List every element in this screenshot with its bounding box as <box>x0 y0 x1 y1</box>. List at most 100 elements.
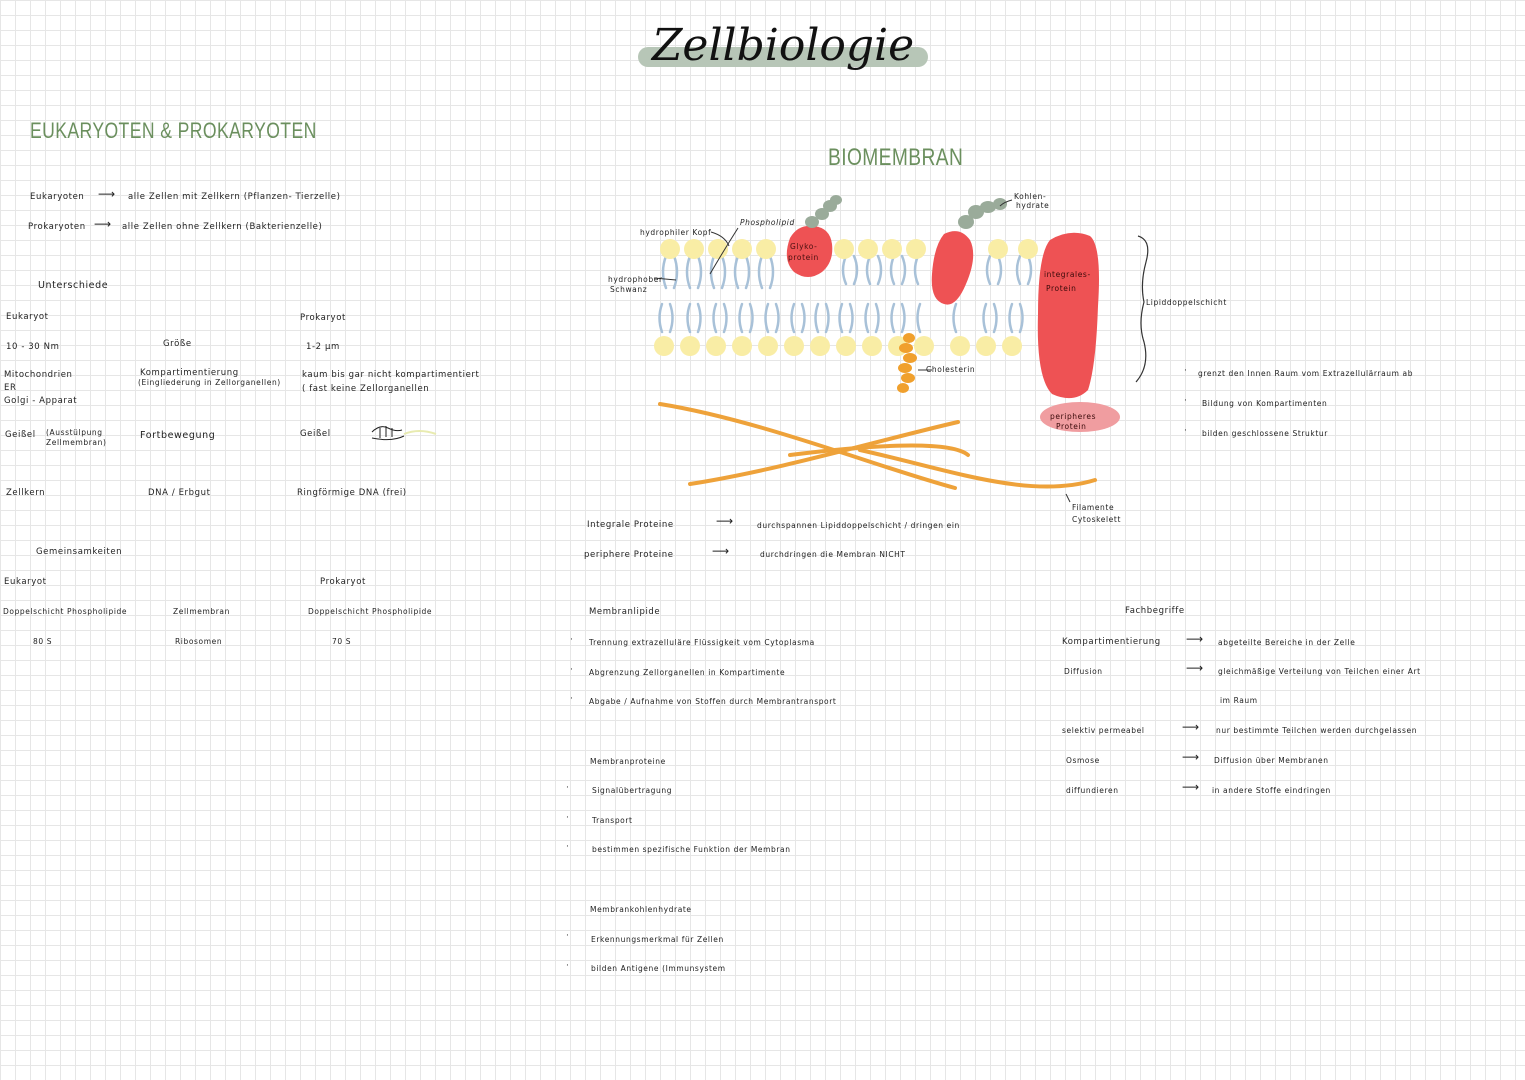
lipide-heading: Membranlipide <box>589 607 661 617</box>
r2-pro-1: kaum bis gar nicht kompartimentiert <box>302 370 480 380</box>
integral-protein <box>1037 232 1099 399</box>
r1-pro: 1-2 μm <box>306 342 340 352</box>
kohlenhydrate-item-2: bilden Antigene (Immunsystem <box>591 964 726 973</box>
label-cholesterin: Cholesterin <box>926 365 976 374</box>
kohlenhydrate-item-1: Erkennungsmerkmal für Zellen <box>591 935 724 944</box>
bullet-icon: · <box>566 842 569 852</box>
label-kohlen-1: Kohlen- <box>1014 192 1047 201</box>
arrow-icon: ⟶ <box>712 544 730 558</box>
fach-term-2: Diffusion <box>1064 667 1103 676</box>
label-peripher-2: Protein <box>1056 422 1087 431</box>
lipide-item-2: Abgrenzung Zellorganellen in Kompartimen… <box>589 668 786 677</box>
fach-def-4: Diffusion über Membranen <box>1214 756 1329 765</box>
def-pro-label: Prokaryoten <box>28 222 86 232</box>
g-euk: Eukaryot <box>4 577 47 587</box>
label-phospholipid: Phospholipid <box>740 218 795 227</box>
mproteine-item-1: Signalübertragung <box>592 786 673 795</box>
mproteine-item-3: bestimmen spezifische Funktion der Membr… <box>592 845 791 854</box>
fach-def-2b: im Raum <box>1220 696 1258 705</box>
bullet-icon: · <box>1184 366 1187 376</box>
label-integral-1: integrales- <box>1044 270 1091 279</box>
title-highlight <box>638 47 928 67</box>
arrow-icon: ⟶ <box>98 187 116 201</box>
carbohydrate-chain-1 <box>805 195 842 228</box>
g-pro: Prokaryot <box>320 577 366 587</box>
fach-term-5: diffundieren <box>1066 786 1119 795</box>
fach-def-1: abgeteilte Bereiche in der Zelle <box>1218 638 1356 647</box>
right-bullet-2: Bildung von Kompartimenten <box>1202 399 1328 408</box>
integ-text: durchspannen Lipiddoppelschicht / dringe… <box>757 521 960 530</box>
bullet-icon: · <box>566 813 569 823</box>
r1-euk: 10 - 30 Nm <box>6 342 60 352</box>
r3-euk-1: Geißel <box>5 430 36 440</box>
fach-term-1: Kompartimentierung <box>1062 637 1161 647</box>
lipid-heads-bottom <box>654 336 1022 356</box>
label-peripher-1: peripheres <box>1050 412 1097 421</box>
r4-mid: DNA / Erbgut <box>148 488 211 498</box>
fach-def-3: nur bestimmte Teilchen werden durchgelas… <box>1216 726 1418 735</box>
label-glyko-1: Glyko- <box>790 242 818 251</box>
arrow-icon: ⟶ <box>716 514 734 528</box>
carbohydrate-chain-2 <box>958 198 1007 229</box>
bullet-icon: · <box>566 961 569 971</box>
mproteine-heading: Membranproteine <box>590 757 666 766</box>
arrow-icon: ⟶ <box>94 217 112 231</box>
g1-mid: Zellmembran <box>173 607 230 616</box>
peri-text: durchdringen die Membran NICHT <box>760 550 906 559</box>
def-pro-text: alle Zellen ohne Zellkern (Bakterienzell… <box>122 222 323 232</box>
r2-mid-2: (Eingliederung in Zellorganellen) <box>138 378 281 387</box>
bullet-icon: · <box>566 931 569 941</box>
r2-mid-1: Kompartimentierung <box>140 368 239 378</box>
r2-euk-2: ER <box>4 383 17 393</box>
lipid-heads-top <box>660 239 1038 259</box>
label-hydrophob-1: hydrophober <box>608 275 663 284</box>
fach-def-5: in andere Stoffe eindringen <box>1212 786 1331 795</box>
bullet-icon: · <box>1184 396 1187 406</box>
g1-euk: Doppelschicht Phospholipide <box>3 607 128 616</box>
brace <box>1135 235 1149 383</box>
r2-euk-3: Golgi - Apparat <box>4 396 78 406</box>
right-bullet-1: grenzt den Innen Raum vom Extrazellulärr… <box>1198 369 1414 378</box>
mproteine-item-2: Transport <box>592 816 633 825</box>
lipid-tails <box>658 254 1033 334</box>
arrow-icon: ⟶ <box>1186 632 1204 646</box>
col-pro: Prokaryot <box>300 313 346 323</box>
label-hydrophob-2: Schwanz <box>610 285 648 294</box>
r2-euk-1: Mitochondrien <box>4 370 73 380</box>
label-kohlen-2: hydrate <box>1016 201 1050 210</box>
bullet-icon: · <box>570 694 573 704</box>
arrow-icon: ⟶ <box>1186 661 1204 675</box>
fach-term-4: Osmose <box>1066 756 1100 765</box>
bullet-icon: · <box>566 783 569 793</box>
title-block: Zellbiologie <box>638 20 928 92</box>
page-title: Zellbiologie <box>651 20 915 71</box>
r4-euk: Zellkern <box>6 488 46 498</box>
label-integral-2: Protein <box>1046 284 1077 293</box>
lipide-item-3: Abgabe / Aufnahme von Stoffen durch Memb… <box>589 697 837 706</box>
fach-heading: Fachbegriffe <box>1125 606 1185 616</box>
lipide-item-1: Trennung extrazelluläre Flüssigkeit vom … <box>589 638 815 647</box>
fach-term-3: selektiv permeabel <box>1062 726 1145 735</box>
arrow-icon: ⟶ <box>1182 780 1200 794</box>
g1-pro: Doppelschicht Phospholipide <box>308 607 433 616</box>
g2-mid: Ribosomen <box>175 637 223 646</box>
r3-pro: Geißel <box>300 429 331 439</box>
def-euk-label: Eukaryoten <box>30 192 85 202</box>
g2-pro: 70 S <box>332 637 352 646</box>
peripheral-protein <box>1040 402 1120 432</box>
label-glyko-2: protein <box>788 253 819 262</box>
r4-pro: Ringförmige DNA (frei) <box>297 488 407 498</box>
cholesterol <box>897 333 917 393</box>
kohlenhydrate-heading: Membrankohlenhydrate <box>590 905 692 914</box>
arrow-icon: ⟶ <box>1182 720 1200 734</box>
label-filamente-1: Filamente <box>1072 503 1115 512</box>
subheading-unterschiede: Unterschiede <box>38 280 109 291</box>
def-euk-text: alle Zellen mit Zellkern (Pflanzen- Tier… <box>128 192 341 202</box>
col-mid: Größe <box>163 339 192 349</box>
arrow-icon: ⟶ <box>1182 750 1200 764</box>
fach-def-2a: gleichmäßige Verteilung von Teilchen ein… <box>1218 667 1421 676</box>
bullet-icon: · <box>570 635 573 645</box>
bullet-icon: · <box>570 665 573 675</box>
heading-euk-pro: EUKARYOTEN & PROKARYOTEN <box>30 118 317 143</box>
